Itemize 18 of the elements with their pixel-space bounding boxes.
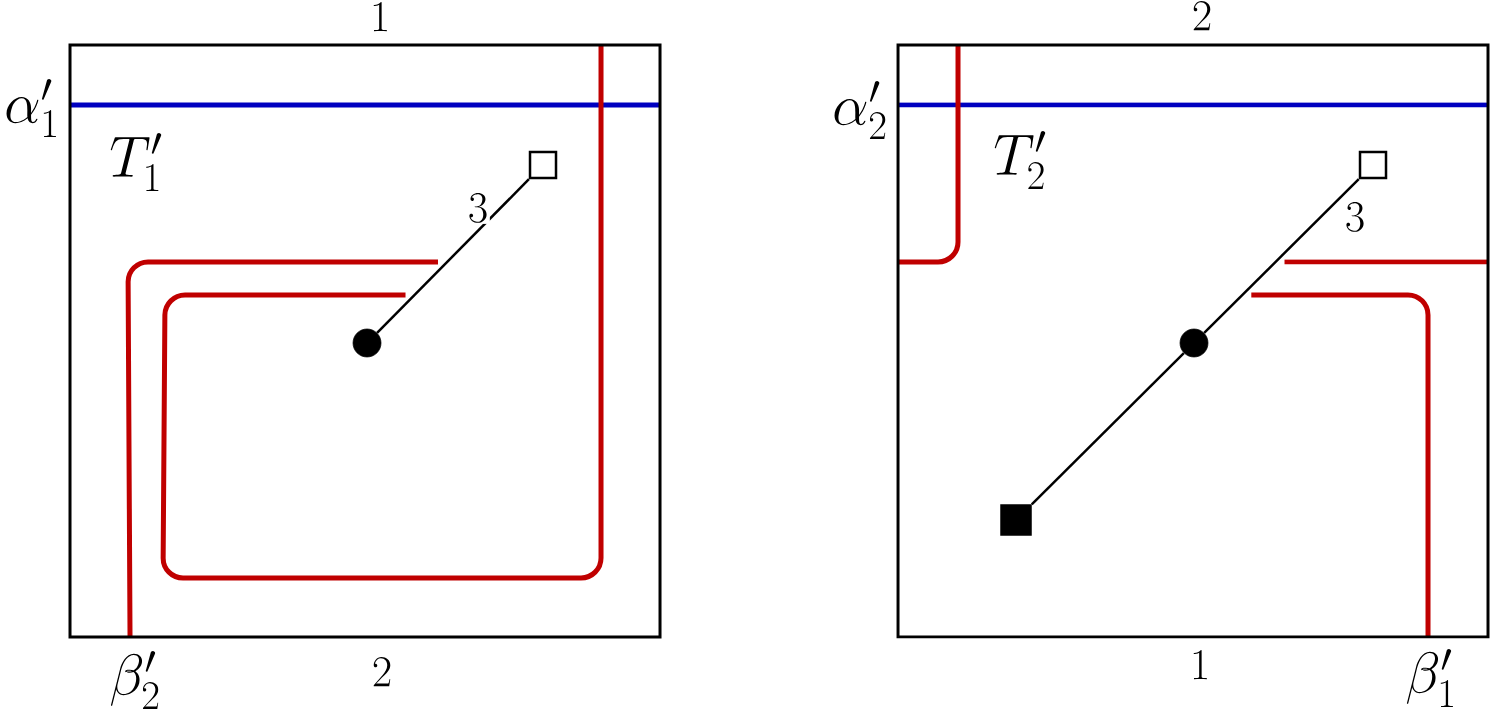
side-number: $2$ (1193, 1, 1211, 31)
hollow-square-marker (1358, 150, 1388, 180)
side-number: $1$ (373, 2, 387, 32)
curve-label: $\beta'_2$ (110, 650, 159, 709)
curve-label: $\alpha'_2$ (834, 80, 886, 139)
curve-label: $\alpha'_1$ (6, 78, 56, 137)
edge-label: $3$ (466, 192, 490, 224)
connector-line (376, 178, 530, 334)
dot (1179, 328, 1209, 358)
side-number: $2$ (373, 657, 391, 687)
edge-label: $3$ (1343, 201, 1367, 233)
connector-line (1030, 352, 1185, 506)
dot (352, 328, 382, 358)
connector-line (1203, 178, 1360, 334)
curve-label: $\beta'_1$ (1406, 648, 1453, 707)
hollow-square-marker (528, 150, 558, 180)
filled-square-marker (1000, 504, 1032, 536)
side-number: $1$ (1193, 650, 1207, 680)
